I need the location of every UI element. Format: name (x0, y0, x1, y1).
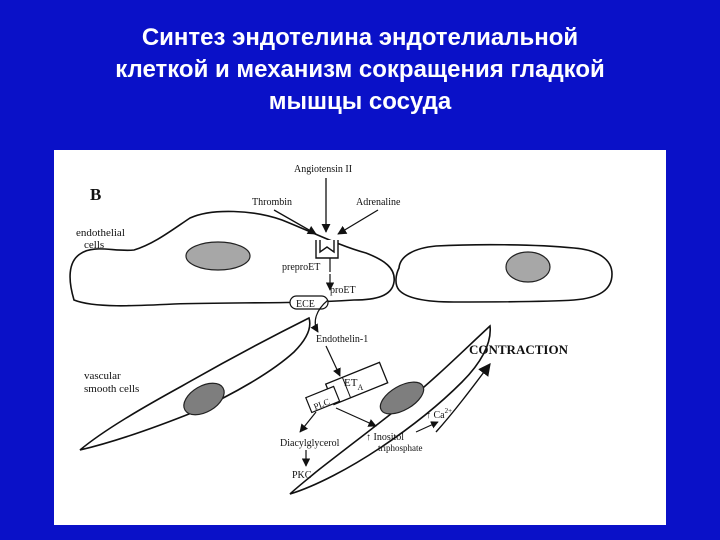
plc-enzyme (305, 385, 341, 414)
endothelin-label: Endothelin-1 (316, 334, 368, 345)
pkc-label: PKC (292, 470, 312, 481)
eta-label: ETA (344, 377, 363, 392)
title-line-3: мышцы сосуда (268, 88, 452, 115)
ece-label: ECE (296, 299, 315, 310)
endothelial-label-2: cells (84, 239, 104, 251)
smooth-label-1: vascular (84, 370, 121, 382)
smooth-muscle-cell-upper (79, 316, 311, 451)
thrombin-label: Thrombin (252, 197, 292, 208)
endothelial-receptor (315, 240, 339, 259)
endothelin-arrow (325, 345, 341, 377)
adrenaline-arrow (337, 209, 379, 235)
endothelial-cell-right (395, 243, 613, 303)
contraction-arrow (435, 362, 491, 433)
contraction-label: CONTRACTION (469, 342, 569, 357)
ece-arrow (310, 299, 329, 333)
preproet-label: preproET (282, 262, 320, 273)
ip3-label-2: triphosphate (378, 443, 423, 453)
panel-letter: B (90, 185, 101, 204)
proet-label: proET (330, 285, 356, 296)
title-line-2: клеткой и механизм сокращения гладкой (115, 56, 605, 83)
ip3-label-1: ↑ Inositol (366, 432, 404, 443)
dag-label: Diacylglycerol (280, 438, 340, 449)
plc-to-dag-arrow (299, 411, 317, 433)
smooth-nucleus-upper (183, 382, 225, 416)
ip3-to-calcium-arrow (415, 421, 439, 433)
ece-enzyme (289, 295, 329, 310)
endothelial-cell-left (69, 210, 395, 307)
smooth-nucleus-lower (379, 381, 425, 415)
smooth-label-2: smooth cells (84, 383, 139, 395)
angiotensin-label: Angiotensin II (294, 164, 352, 175)
adrenaline-label: Adrenaline (356, 197, 401, 208)
thrombin-arrow (273, 209, 317, 235)
endothelial-nucleus-right (505, 251, 551, 283)
calcium-label: ↑ Ca2+ (426, 407, 452, 421)
plc-to-ip3-arrow (335, 407, 377, 427)
endothelin-diagram: B endothelial cells vascular smooth cell… (54, 150, 666, 525)
endothelial-nucleus-left (185, 241, 251, 271)
slide-title: Синтез эндотелина эндотелиальной клеткой… (40, 22, 680, 118)
endothelial-label-1: endothelial (76, 227, 125, 239)
title-line-1: Синтез эндотелина эндотелиальной (141, 24, 579, 51)
